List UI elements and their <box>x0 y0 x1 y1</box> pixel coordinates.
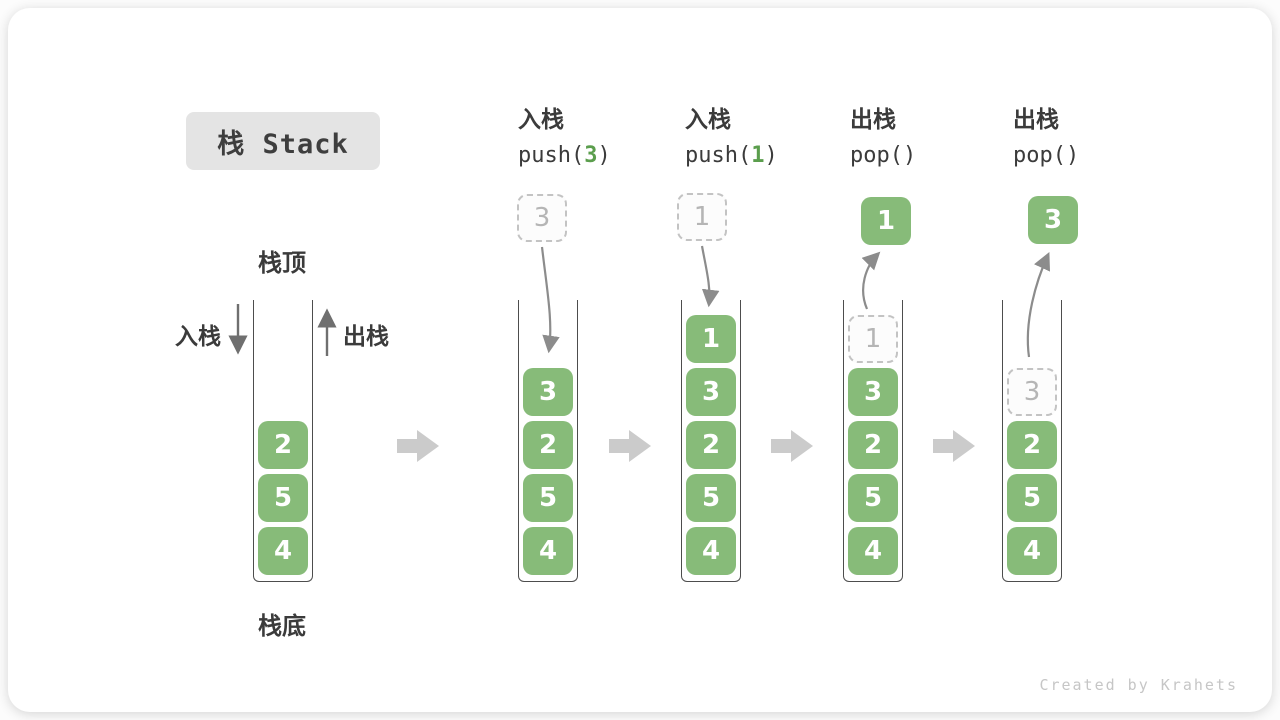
stack-item-popped-ghost: 1 <box>848 315 898 363</box>
push-label: 入栈 <box>175 324 221 350</box>
code-text: pop() <box>1013 143 1080 168</box>
stack-item: 5 <box>848 474 898 522</box>
stack-container-initial <box>253 300 313 582</box>
operation-name: 出栈 <box>1013 107 1059 133</box>
stack-item: 2 <box>848 421 898 469</box>
diagram-title: 栈 Stack <box>186 112 380 170</box>
stack-item: 3 <box>523 368 573 416</box>
code-text: push( <box>685 143 752 168</box>
stack-container-after-pop3 <box>1002 300 1062 582</box>
operation-name: 入栈 <box>518 107 564 133</box>
operation-name: 入栈 <box>685 107 731 133</box>
operation-code: push(1) <box>685 143 778 169</box>
stack-item-popped-ghost: 3 <box>1007 368 1057 416</box>
stack-item: 5 <box>1007 474 1057 522</box>
operation-name: 出栈 <box>850 107 896 133</box>
operation-label-pop-second: 出栈 pop() <box>1013 106 1079 169</box>
stack-container-after-push3 <box>518 300 578 582</box>
stack-item: 4 <box>1007 527 1057 575</box>
code-text: ) <box>597 143 611 168</box>
stack-item: 4 <box>523 527 573 575</box>
stack-item: 5 <box>686 474 736 522</box>
stack-container-after-pop1 <box>843 300 903 582</box>
stack-item: 3 <box>848 368 898 416</box>
incoming-value-box: 3 <box>517 194 567 242</box>
stack-item: 2 <box>1007 421 1057 469</box>
stack-item: 4 <box>848 527 898 575</box>
code-text: push( <box>518 143 585 168</box>
stack-item: 4 <box>258 527 308 575</box>
stack-item: 1 <box>686 315 736 363</box>
code-text: pop() <box>850 143 917 168</box>
stack-item: 2 <box>258 421 308 469</box>
stack-top-label: 栈顶 <box>258 249 306 277</box>
code-arg: 1 <box>751 143 765 168</box>
stack-item: 2 <box>686 421 736 469</box>
stack-item: 2 <box>523 421 573 469</box>
stack-item: 4 <box>686 527 736 575</box>
stack-container-after-push1 <box>681 300 741 582</box>
code-arg: 3 <box>584 143 598 168</box>
operation-code: pop() <box>1013 143 1079 169</box>
operation-label-pop-first: 出栈 pop() <box>850 106 916 169</box>
operation-label-push1: 入栈 push(1) <box>685 106 778 169</box>
stack-item: 3 <box>686 368 736 416</box>
stack-item: 5 <box>523 474 573 522</box>
pop-label: 出栈 <box>343 324 389 350</box>
popped-value-box: 1 <box>861 197 911 245</box>
operation-code: pop() <box>850 143 916 169</box>
operation-label-push3: 入栈 push(3) <box>518 106 611 169</box>
stack-item: 5 <box>258 474 308 522</box>
credit-text: Created by Krahets <box>1039 676 1238 694</box>
stack-bottom-label: 栈底 <box>258 612 306 640</box>
incoming-value-box: 1 <box>677 193 727 241</box>
popped-value-box: 3 <box>1028 196 1078 244</box>
operation-code: push(3) <box>518 143 611 169</box>
code-text: ) <box>764 143 778 168</box>
